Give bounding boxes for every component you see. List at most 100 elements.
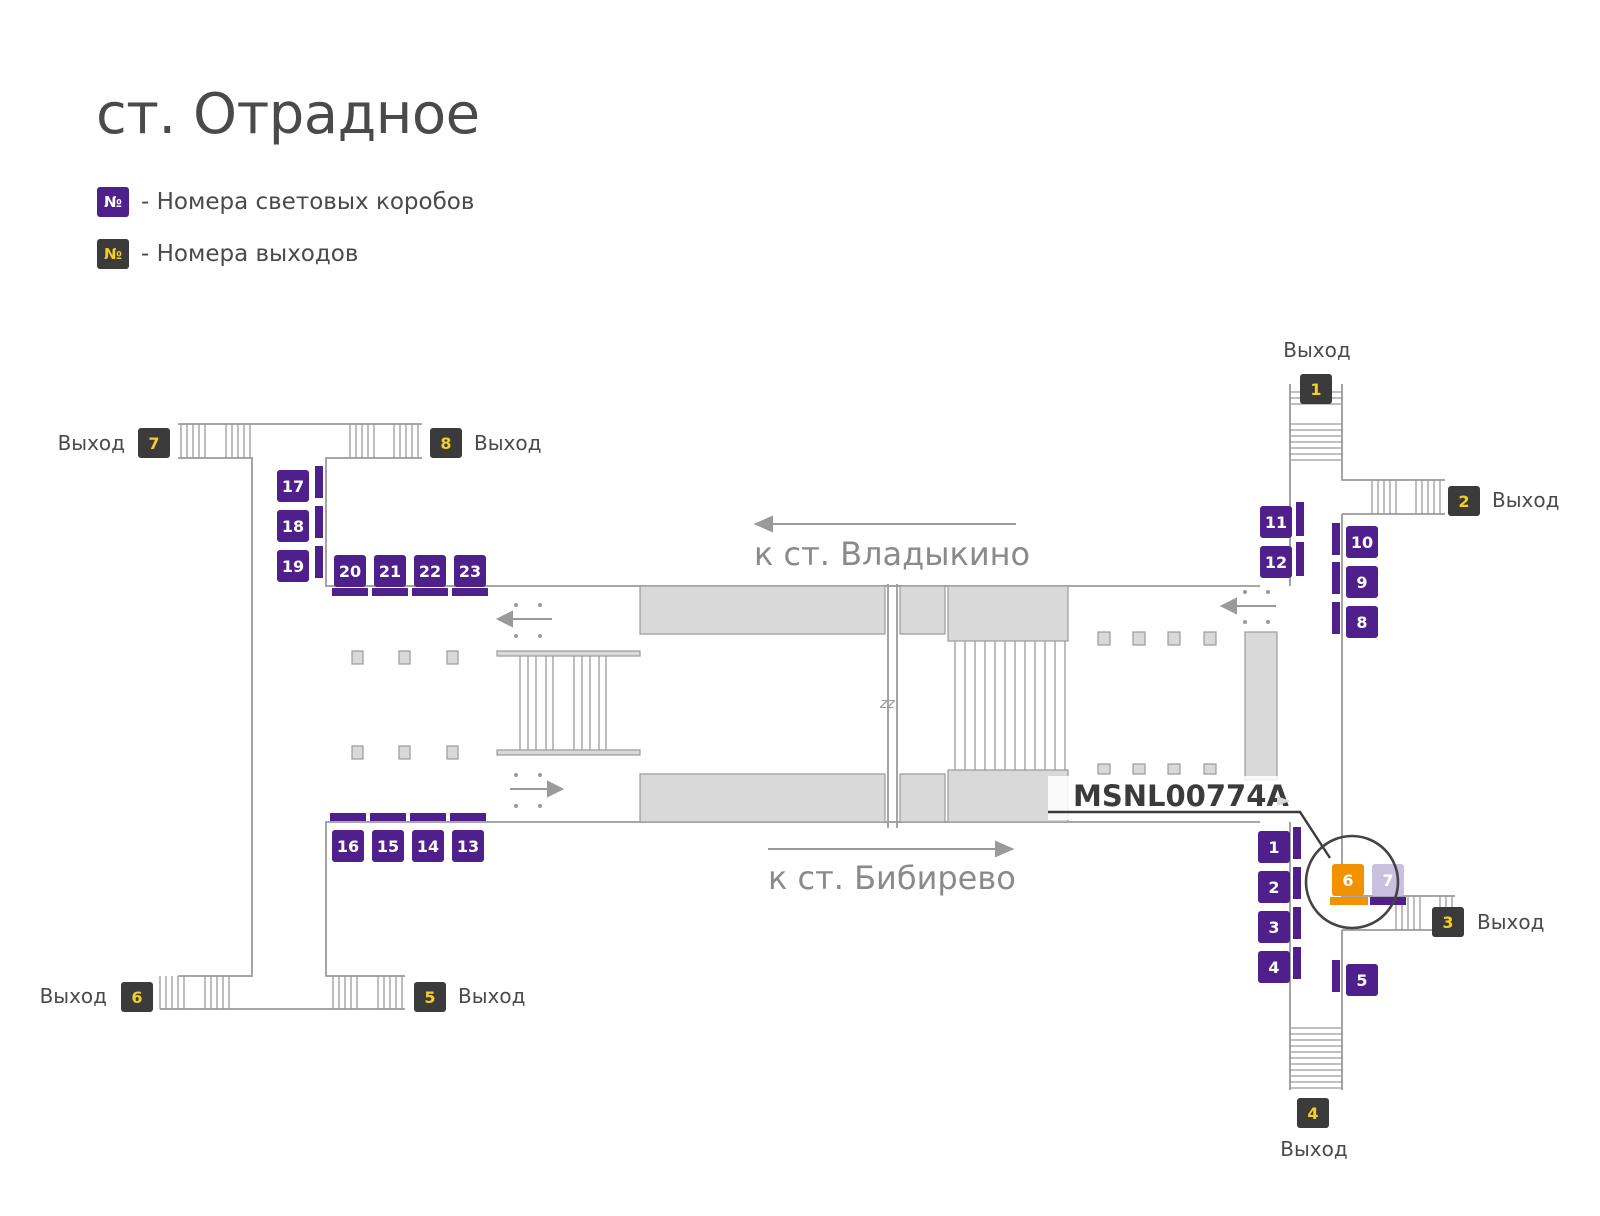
light-box-11 [1260,506,1292,538]
light-box-number: 16 [337,837,359,856]
light-box-number: 11 [1265,513,1287,532]
light-box-bar [315,506,323,538]
light-box-bar [315,546,323,578]
light-box-number: 15 [377,837,399,856]
light-box-bar [1293,947,1301,979]
light-box-17 [277,470,309,502]
light-box-number: 3 [1268,918,1279,937]
light-box-bar [1332,523,1340,555]
exit-badge [1297,1098,1329,1128]
exit-badge [414,982,446,1012]
light-box-14 [412,830,444,862]
light-box-bar [315,466,323,498]
light-box-3 [1258,911,1290,943]
highlight-circle [1304,834,1400,930]
exit-label: Выход [458,984,525,1008]
light-box-22 [414,555,446,587]
light-box-number: 1 [1268,838,1279,857]
exit-badge [430,428,462,458]
exit-label: Выход [58,431,125,455]
exit-label: Выход [1280,1137,1347,1161]
light-box-bar [410,813,446,821]
light-box-bar [1332,602,1340,634]
light-box-number: 8 [1356,613,1367,632]
light-box-10 [1346,526,1378,558]
light-box-6 [1332,864,1364,896]
code-leader-line [1048,810,1332,859]
light-box-number: 13 [457,837,479,856]
exit-number: 3 [1442,913,1453,932]
light-box-16 [332,830,364,862]
light-box-number: 4 [1268,958,1279,977]
exit-number: 8 [440,434,451,453]
light-box-9 [1346,566,1378,598]
direction-vladykino: к ст. Владыкино [754,535,1030,573]
light-box-bar [330,813,366,821]
light-box-bar [412,588,448,596]
exit-2: 2 Выход [1448,486,1559,516]
exit-7: 7 Выход [58,428,170,458]
light-box-number: 10 [1351,533,1373,552]
legend-exits: № - Номера выходов [97,239,358,269]
light-box-5 [1346,964,1378,996]
legend-box-swatch: № [97,187,129,217]
light-box-number: 23 [459,562,481,581]
light-box-18 [277,510,309,542]
light-box-bar [1370,897,1406,905]
light-box-1 [1258,831,1290,863]
exit-label: Выход [474,431,541,455]
light-box-bar [1332,960,1340,992]
light-box-bar [1293,867,1301,899]
station-title: ст. Отрадное [96,82,480,147]
light-box-number: 12 [1265,553,1287,572]
light-box-12 [1260,546,1292,578]
exit-1: 1 Выход [1283,338,1351,404]
light-box-bar [1296,542,1304,576]
exit-number: 1 [1310,380,1321,399]
light-box-bar [1296,502,1304,536]
light-box-bar [1293,907,1301,939]
light-box-number: 21 [379,562,401,581]
escalators [159,391,1453,1089]
light-box-number: 17 [282,477,304,496]
light-box-15 [372,830,404,862]
light-box-number: 20 [339,562,361,581]
legend-exit-label: - Номера выходов [141,241,359,267]
exit-number: 7 [148,434,159,453]
exit-number: 2 [1458,492,1469,511]
exit-label: Выход [1492,488,1559,512]
light-box-bars [315,466,1406,992]
exit-badge [138,428,170,458]
light-box-bar [370,813,406,821]
light-box-bar [332,588,368,596]
light-box-number: 6 [1342,871,1353,890]
exit-3: 3 Выход [1432,907,1544,937]
exit-badge [121,982,153,1012]
light-box-number: 18 [282,517,304,536]
light-box-2 [1258,871,1290,903]
flow-arrows [495,515,1276,858]
legend-light-boxes: № - Номера световых коробов [97,187,474,217]
light-box-number: 9 [1356,573,1367,592]
exit-badge [1432,907,1464,937]
light-box-20 [334,555,366,587]
exit-8: 8 Выход [430,428,541,458]
legend-box-label: - Номера световых коробов [141,189,475,215]
light-box-number: 7 [1382,871,1393,890]
exit-label: Выход [1283,338,1350,362]
direction-bibirevo: к ст. Бибирево [768,859,1016,897]
exit-label: Выход [1477,910,1544,934]
exit-number: 6 [131,988,142,1007]
track-break-mark: zz [879,696,895,712]
light-box-23 [454,555,486,587]
light-box-number: 5 [1356,971,1367,990]
exit-label: Выход [40,984,107,1008]
light-box-19 [277,550,309,582]
light-box-bar [450,813,486,821]
light-box-number: 22 [419,562,441,581]
light-box-13 [452,830,484,862]
